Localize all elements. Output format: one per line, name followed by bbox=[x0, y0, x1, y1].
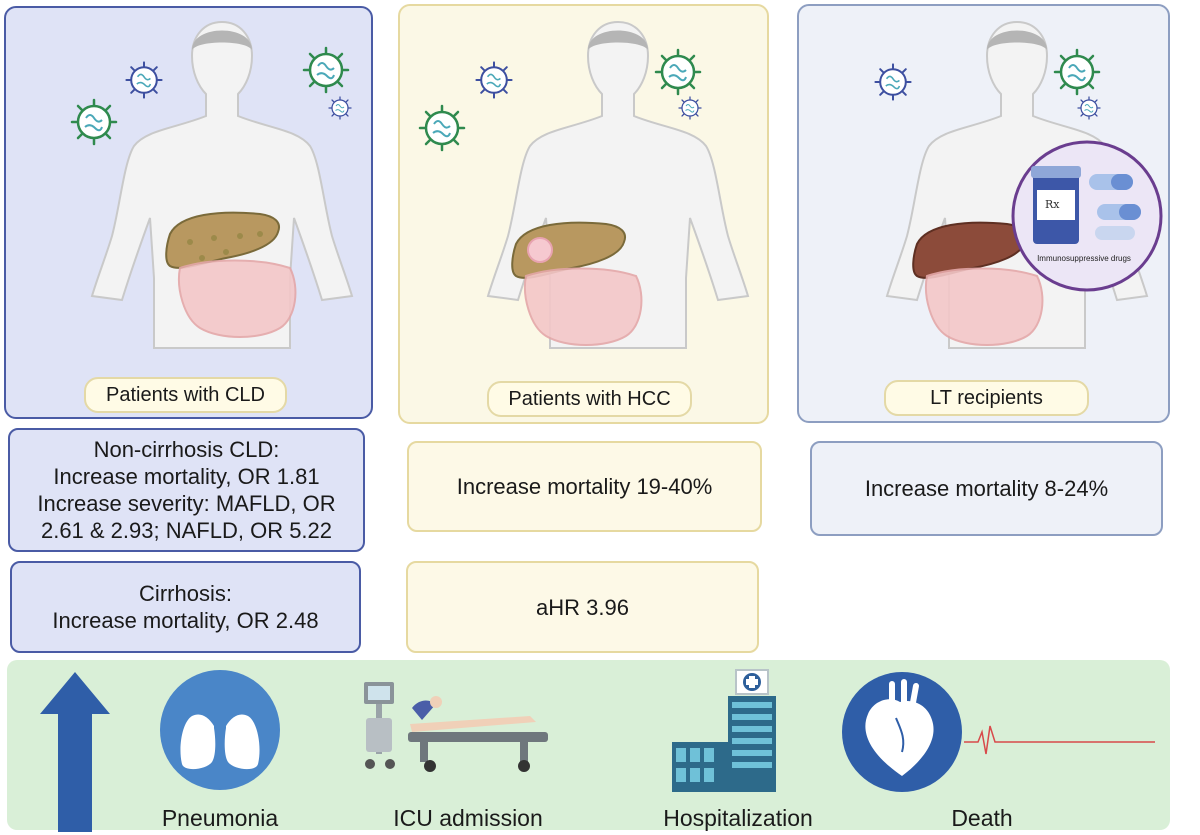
virus-icon bbox=[302, 46, 350, 94]
lt-liver bbox=[912, 221, 1027, 279]
cld-cirrhosis-box: Cirrhosis: Increase mortality, OR 2.48 bbox=[10, 561, 361, 653]
drug-label: Immunosuppressive drugs bbox=[1037, 254, 1131, 263]
ecg-line bbox=[964, 725, 1155, 755]
panel-label-lt: LT recipients bbox=[884, 380, 1089, 416]
hcc-body-illustration bbox=[418, 21, 749, 349]
virus-icon bbox=[1053, 48, 1101, 96]
up-arrow-icon bbox=[40, 672, 110, 832]
virus-icon bbox=[1077, 96, 1101, 120]
icu-bed-icon bbox=[364, 682, 548, 772]
drug-circle bbox=[1011, 140, 1163, 292]
outcome-label-death: Death bbox=[951, 805, 1013, 831]
cld-noncirrhosis-line: Increase mortality, OR 1.81 bbox=[53, 464, 320, 489]
hcc-ahr-box: aHR 3.96 bbox=[406, 561, 759, 653]
outcome-label-pneumonia: Pneumonia bbox=[161, 805, 279, 831]
lt-body-illustration bbox=[874, 21, 1163, 349]
capsule-icon bbox=[1089, 174, 1133, 190]
hcc-ahr-text: aHR 3.96 bbox=[536, 594, 629, 620]
hcc-mortality-box: Increase mortality 19-40% bbox=[407, 441, 762, 532]
cld-body-illustration bbox=[70, 21, 353, 349]
lt-mortality-text: Increase mortality 8-24% bbox=[864, 476, 1109, 501]
virus-icon bbox=[418, 104, 466, 152]
panel-label-hcc: Patients with HCC bbox=[487, 381, 692, 417]
rx-label: Rx bbox=[1045, 198, 1060, 211]
cld-intestines bbox=[178, 259, 297, 338]
panel-label-cld: Patients with CLD bbox=[84, 377, 287, 413]
heart-icon bbox=[842, 672, 1155, 792]
virus-icon bbox=[678, 96, 702, 120]
outcome-label-icu: ICU admission bbox=[393, 805, 543, 831]
lt-intestines bbox=[925, 267, 1044, 346]
cld-noncirrhosis-box: Non-cirrhosis CLD: Increase mortality, O… bbox=[8, 428, 365, 552]
cld-cirrhosis-line: Cirrhosis: bbox=[139, 581, 232, 606]
lt-mortality-box: Increase mortality 8-24% bbox=[810, 441, 1163, 536]
virus-icon bbox=[654, 48, 702, 96]
cld-noncirrhosis-line: 2.61 & 2.93; NAFLD, OR 5.22 bbox=[40, 518, 333, 543]
virus-icon bbox=[475, 61, 513, 99]
cld-noncirrhosis-line: Non-cirrhosis CLD: bbox=[93, 437, 280, 462]
virus-icon bbox=[874, 63, 912, 101]
virus-icon bbox=[125, 61, 163, 99]
virus-icon bbox=[328, 96, 352, 120]
capsule-icon bbox=[1095, 226, 1135, 240]
hcc-intestines bbox=[524, 267, 643, 346]
outcome-label-hospitalization: Hospitalization bbox=[663, 805, 813, 831]
hcc-tumor bbox=[527, 237, 553, 263]
capsule-icon bbox=[1097, 204, 1141, 220]
hcc-liver bbox=[511, 221, 626, 279]
lungs-icon bbox=[160, 670, 280, 790]
cld-liver bbox=[165, 211, 280, 269]
hospital-icon bbox=[672, 669, 776, 792]
hcc-mortality-text: Increase mortality 19-40% bbox=[456, 474, 713, 499]
cld-noncirrhosis-line: Increase severity: MAFLD, OR bbox=[37, 491, 336, 516]
virus-icon bbox=[70, 98, 118, 146]
cld-cirrhosis-line: Increase mortality, OR 2.48 bbox=[52, 608, 319, 633]
